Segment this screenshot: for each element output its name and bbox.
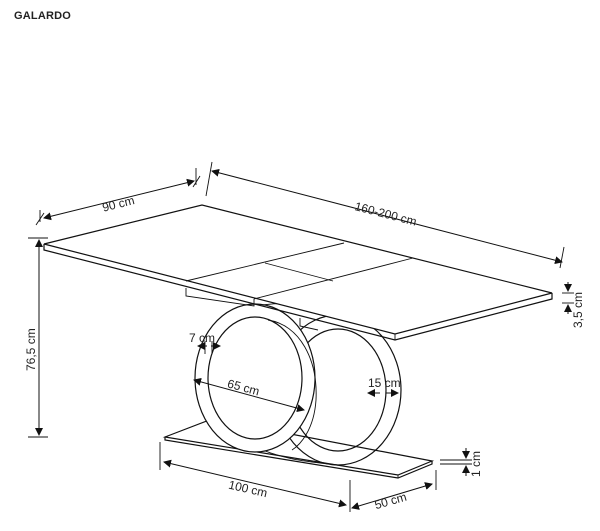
label-width: 90 cm: [101, 193, 136, 214]
label-length: 160-200 cm: [353, 199, 418, 228]
label-ring-width: 15 cm: [368, 376, 401, 390]
dim-top-thickness: 3,5 cm: [562, 282, 585, 328]
label-base-thickness: 1 cm: [469, 451, 483, 477]
dim-base-width: 50 cm: [351, 470, 437, 512]
back-ring-inner-arc: [267, 319, 317, 451]
label-top-thickness: 3,5 cm: [571, 292, 585, 328]
product-title: GALARDO: [14, 10, 72, 22]
label-height: 76,5 cm: [24, 328, 38, 371]
dim-height: 76,5 cm: [24, 237, 48, 438]
dim-ring-thickness: 7 cm: [189, 331, 221, 354]
label-base-width: 50 cm: [373, 490, 408, 512]
dim-ring-width: 15 cm: [367, 376, 401, 397]
front-ring: [194, 303, 316, 453]
dim-base-thickness: 1 cm: [440, 448, 483, 477]
label-base-length: 100 cm: [227, 478, 268, 500]
table-top: [43, 204, 553, 341]
label-ring-thickness: 7 cm: [189, 331, 215, 345]
